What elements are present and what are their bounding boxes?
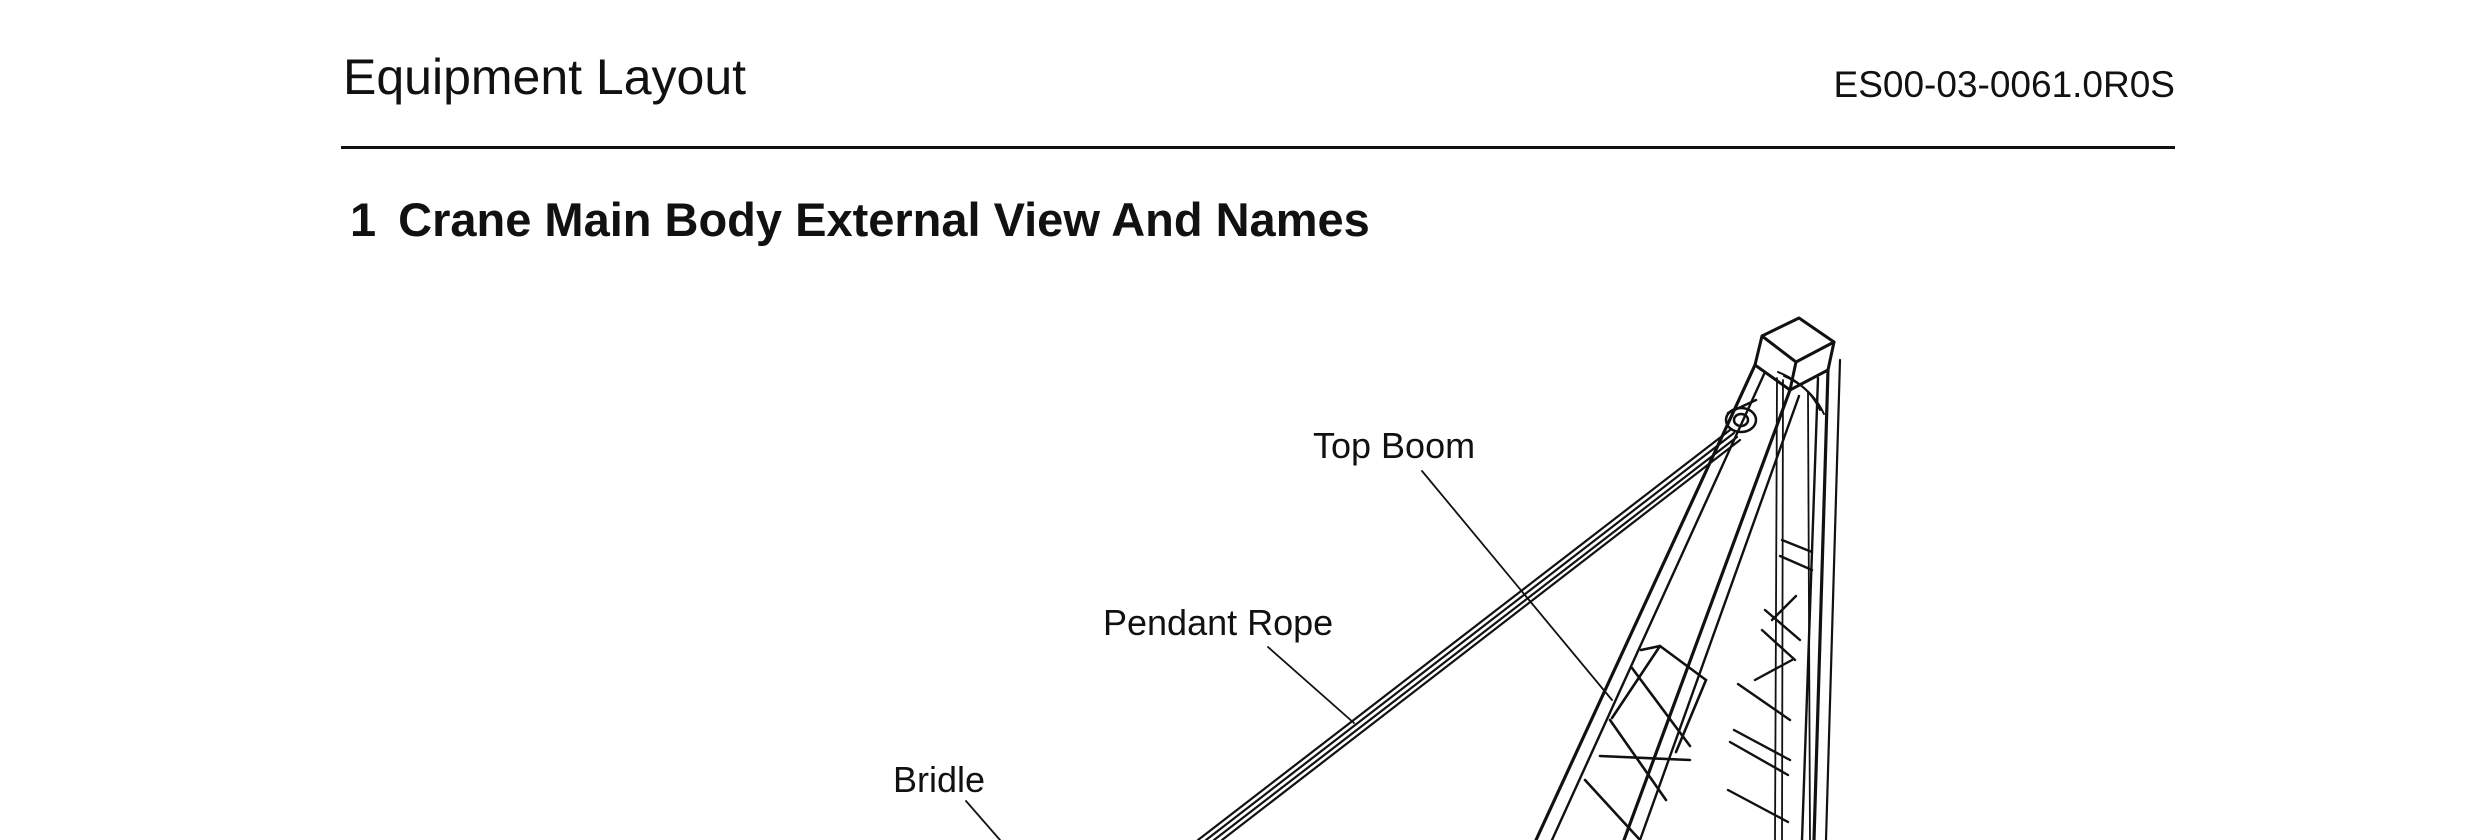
section-number: 1 [350, 193, 377, 246]
header-divider [341, 146, 2175, 149]
document-number: ES00-03-0061.0R0S [1833, 64, 2175, 105]
top-boom-label: Top Boom [1313, 425, 1476, 466]
top-boom [1534, 363, 1801, 840]
pendant-rope-label: Pendant Rope [1103, 602, 1334, 643]
boom-head [1753, 316, 1836, 415]
page-title: Equipment Layout [343, 49, 747, 105]
pendant-rope [1196, 428, 1742, 840]
section-heading: 1 Crane Main Body External View And Names [350, 196, 1370, 243]
bridle-label: Bridle [893, 759, 986, 800]
section-title: Crane Main Body External View And Names [398, 193, 1370, 246]
boom-lattice-right [1726, 538, 1814, 824]
callout-leaders [965, 470, 1613, 840]
top-boom-right-chords [1800, 358, 1842, 840]
boom-lattice-left [1583, 644, 1708, 840]
